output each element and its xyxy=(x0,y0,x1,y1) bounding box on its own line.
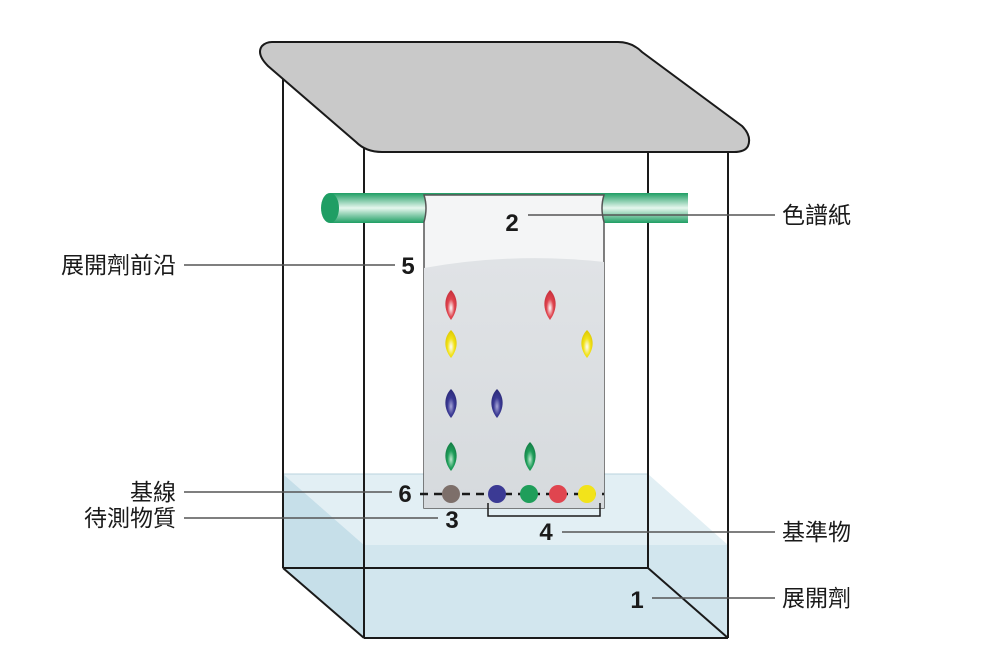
chromatography-paper xyxy=(422,194,606,509)
number-2: 2 xyxy=(505,210,518,237)
label-test-substance: 待測物質 xyxy=(84,506,176,532)
number-4: 4 xyxy=(539,519,553,546)
spot-blue-2 xyxy=(491,389,503,418)
spot-red-1 xyxy=(445,290,457,320)
label-standards: 基準物 xyxy=(782,520,851,546)
label-chromatography-paper: 色譜紙 xyxy=(782,203,851,229)
dot-green-standard xyxy=(520,485,538,503)
number-1: 1 xyxy=(630,587,643,614)
spot-blue-1 xyxy=(445,389,457,418)
baseline-dots xyxy=(442,485,596,503)
leader-lines xyxy=(184,214,775,599)
label-solvent-front: 展開劑前沿 xyxy=(61,253,176,279)
spot-green-2 xyxy=(524,442,536,471)
dot-test-substance xyxy=(442,485,460,503)
number-5: 5 xyxy=(401,253,414,280)
standards-bracket xyxy=(487,503,601,517)
spot-yellow-2 xyxy=(581,330,593,358)
spot-green-1 xyxy=(445,442,457,471)
dot-yellow-standard xyxy=(578,485,596,503)
dot-red-standard xyxy=(549,485,567,503)
dot-blue-standard xyxy=(488,485,506,503)
spots xyxy=(445,290,593,471)
label-baseline: 基線 xyxy=(130,480,176,506)
number-6: 6 xyxy=(398,481,411,508)
spot-red-2 xyxy=(544,290,556,320)
label-developing-solvent: 展開劑 xyxy=(782,586,851,612)
number-3: 3 xyxy=(445,507,458,534)
tank-lid xyxy=(259,41,751,153)
spot-yellow-1 xyxy=(445,330,457,358)
